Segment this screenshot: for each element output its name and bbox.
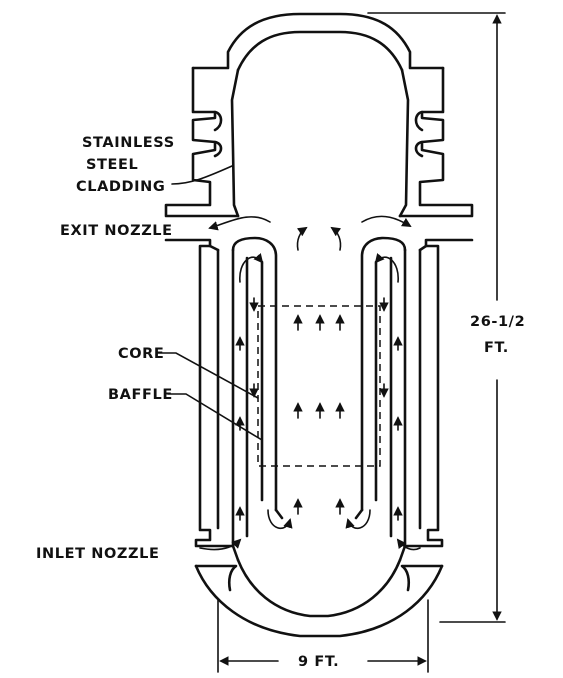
core-label: CORE	[118, 346, 164, 362]
cladding-label-line2: STEEL	[86, 157, 138, 173]
cladding-label-line1: STAINLESS	[82, 135, 175, 151]
core-barrel	[231, 236, 407, 548]
baffle-label: BAFFLE	[108, 387, 173, 403]
height-value-label: 26-1/2	[470, 314, 525, 330]
vessel-body	[164, 238, 474, 638]
height-dimension	[367, 12, 506, 623]
core-leader	[157, 352, 259, 399]
width-dimension	[217, 599, 429, 673]
cladding-label-line3: CLADDING	[76, 179, 165, 195]
vessel-upper-head	[164, 12, 474, 218]
cladding-leader	[171, 165, 233, 185]
width-label: 9 FT.	[298, 654, 339, 670]
core-region	[257, 305, 381, 467]
baffle-leader	[167, 393, 263, 441]
height-unit-label: FT.	[484, 340, 509, 356]
flow-arrows	[199, 215, 421, 551]
inlet-nozzle-label: INLET NOZZLE	[36, 546, 159, 562]
exit-nozzle-label: EXIT NOZZLE	[60, 223, 173, 239]
